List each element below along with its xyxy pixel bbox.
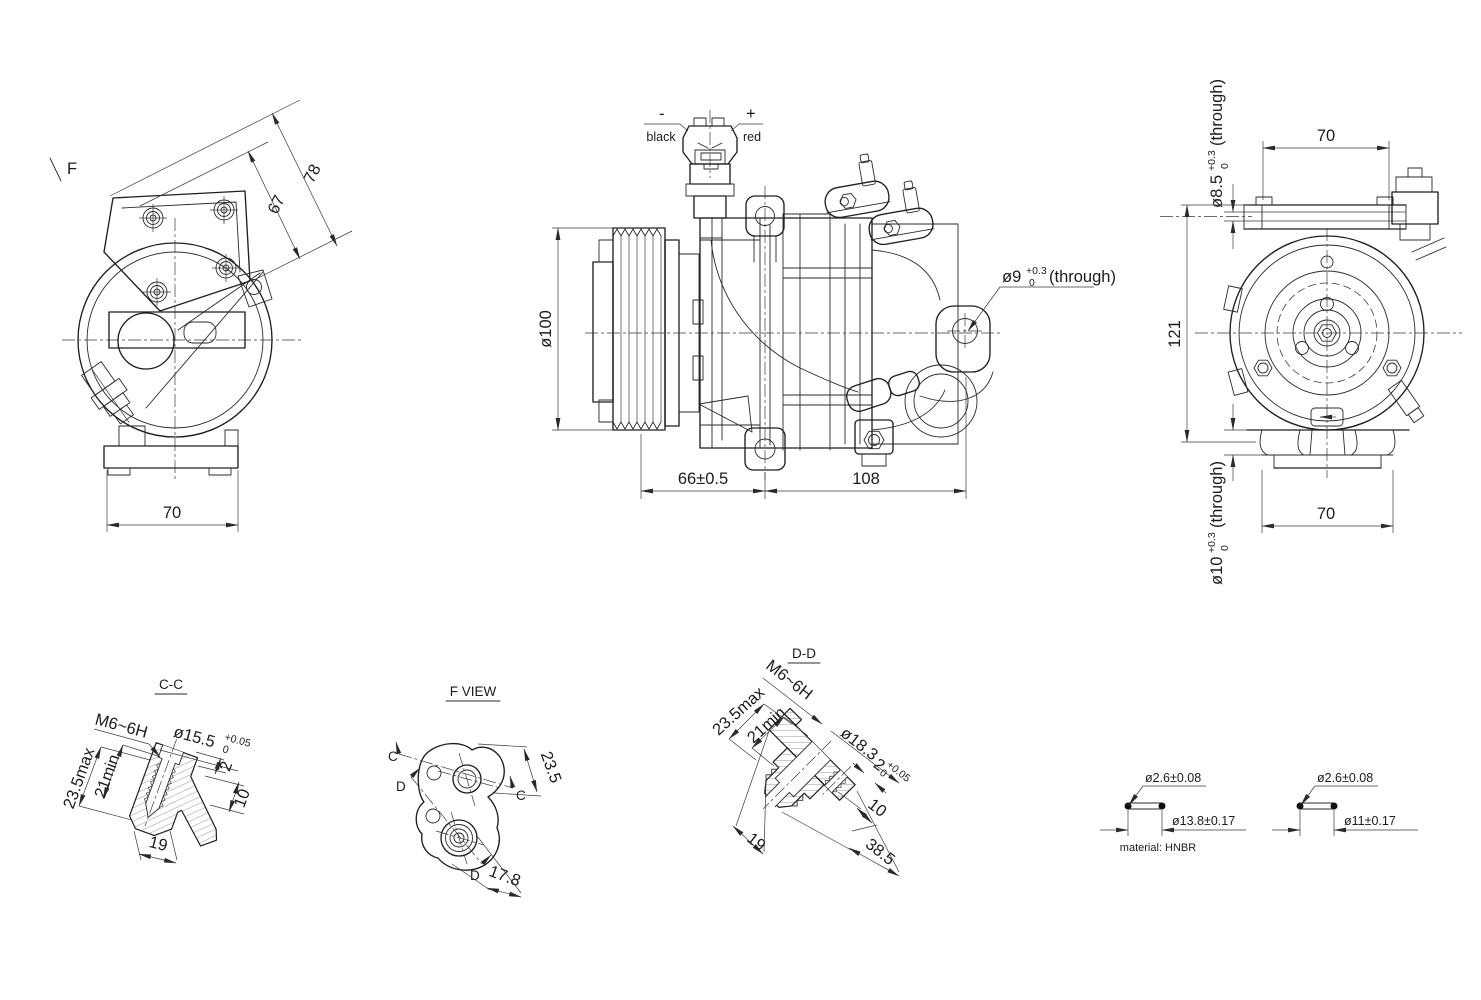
plane-c-label-1: C: [388, 749, 398, 764]
dim-70-side: 70: [163, 504, 181, 522]
polarity-positive: +: [746, 105, 756, 123]
section-cc: C-C M6~6H ø15.5 +0.05 0 23.5max 21min: [60, 677, 254, 864]
plane-d-label-2: D: [470, 868, 480, 883]
oring-material: material: HNBR: [1120, 842, 1196, 854]
f-view-geometry: [415, 743, 505, 871]
section-dd: D-D M6~6H 23.5max 21min ø18.3 +0.: [709, 646, 913, 877]
cc-bore: ø15.5: [172, 723, 217, 751]
cc-depth-max: 23.5max: [60, 745, 99, 811]
cc-flange-thk: 10: [231, 787, 254, 810]
dim-70-rear-top: 70: [1317, 127, 1335, 145]
section-cc-title: C-C: [159, 677, 183, 692]
dd-thread: M6~6H: [762, 656, 815, 703]
front-view-dimensions: ø100 66±0.5 108 ø9 +0.3 0 (through): [537, 227, 1116, 499]
polarity-negative: -: [659, 105, 665, 123]
dim-66: 66±0.5: [678, 470, 728, 488]
view-direction-label: F: [67, 160, 77, 178]
cc-thread-min: 21min: [91, 752, 123, 800]
connector-detail: - black + red: [644, 105, 763, 178]
cc-bore-tol-dn: 0: [221, 743, 230, 756]
plane-c-label-2: C: [516, 788, 526, 803]
dim-d85: ø8.5: [1208, 175, 1226, 208]
rear-view: ø8.5 +0.3 0 (through) 70 121 ø10 +0.3 0 …: [1160, 79, 1462, 585]
dim-108: 108: [852, 470, 880, 488]
rear-view-geometry: [1160, 167, 1462, 478]
cc-thread: M6~6H: [93, 711, 149, 742]
dim-d9: ø9: [1002, 268, 1021, 286]
dim-178: 17.8: [487, 862, 523, 890]
f-view: F VIEW C C D D 23.5 17.8: [388, 684, 565, 898]
dim-d85-tol-up: +0.3: [1206, 150, 1218, 171]
cc-width: 19: [147, 833, 169, 855]
f-view-annotations: C C D D 23.5 17.8: [388, 741, 565, 898]
dd-flange-thk: 10: [864, 795, 890, 820]
oring1-cs-dim: ø2.6±0.08: [1145, 771, 1201, 785]
f-view-arrow: [49, 157, 62, 182]
f-view-title: F VIEW: [450, 684, 497, 699]
dim-pulley-diameter: ø100: [537, 310, 555, 348]
dd-bore: ø18.3: [837, 724, 881, 764]
oring2-id-dim: ø11±0.17: [1344, 814, 1396, 828]
dd-width: 19: [743, 829, 769, 854]
wire-harness: [710, 239, 859, 393]
dim-d10-note: (through): [1208, 461, 1226, 528]
section-dd-title: D-D: [792, 646, 816, 661]
section-dd-part: [762, 707, 856, 810]
dim-d10-tol-up: +0.3: [1206, 532, 1218, 553]
wire-black-label: black: [646, 130, 676, 144]
front-view-geometry: [585, 149, 1000, 480]
dim-d9-tol-up: +0.3: [1026, 265, 1047, 277]
oring-suction-detail: ø2.6±0.08 ø11±0.17: [1272, 771, 1418, 836]
dim-d10: ø10: [1208, 557, 1226, 585]
bolt-holes: [139, 196, 240, 306]
oring-discharge-detail: ø2.6±0.08 ø13.8±0.17 material: HNBR: [1100, 771, 1246, 854]
dim-d10-tol-dn: 0: [1219, 545, 1231, 551]
side-view-geometry: [49, 157, 302, 482]
section-cc-part: [128, 739, 218, 847]
dim-235: 23.5: [537, 749, 565, 785]
dim-d85-tol-dn: 0: [1219, 163, 1231, 169]
side-port-stack: [81, 361, 134, 425]
oring1-id-dim: ø13.8±0.17: [1172, 814, 1235, 828]
front-view: - black + red: [537, 105, 1116, 499]
oring2-cs-dim: ø2.6±0.08: [1317, 771, 1373, 785]
side-view-dimensions: F 78 67 70: [67, 99, 353, 532]
dim-67: 67: [264, 192, 288, 217]
side-view: F 78 67 70: [49, 99, 353, 532]
dd-bore-tol-up: +0.05: [884, 759, 912, 785]
dim-d9-note: (through): [1049, 268, 1116, 286]
dim-78: 78: [300, 161, 324, 186]
plane-d-label-1: D: [396, 779, 406, 794]
dim-70-rear-bottom: 70: [1317, 505, 1335, 523]
dd-length: 38.5: [862, 835, 898, 869]
wire-red-label: red: [743, 130, 761, 144]
dim-d9-tol-dn: 0: [1029, 277, 1035, 289]
dim-d85-note: (through): [1208, 79, 1226, 146]
dim-121: 121: [1166, 320, 1184, 348]
rear-view-dimensions: ø8.5 +0.3 0 (through) 70 121 ø10 +0.3 0 …: [1166, 79, 1394, 585]
